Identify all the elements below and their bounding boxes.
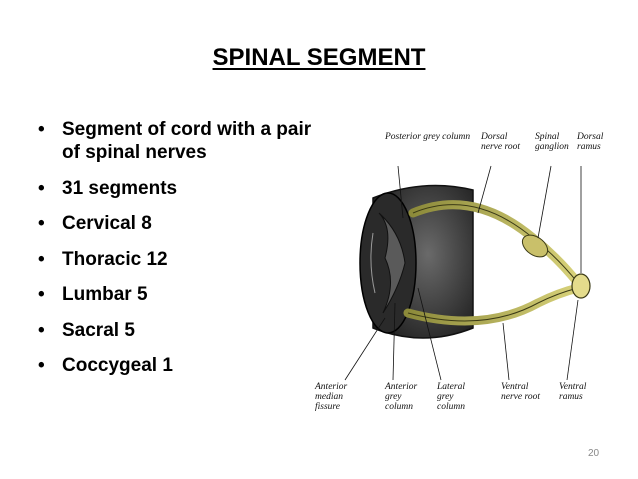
label-posterior-grey-column: Posterior grey column	[385, 132, 471, 142]
page-number: 20	[588, 448, 600, 459]
bullet-dot-icon: •	[38, 177, 45, 199]
bullet-list: •Segment of cord with a pair of spinal n…	[36, 118, 326, 390]
spinal-segment-figure: Posterior grey column Dorsal nerve root …	[313, 118, 613, 423]
label-spinal-ganglion: Spinal ganglion	[535, 132, 569, 152]
bullet-item: •31 segments	[38, 177, 178, 199]
grey-matter	[378, 212, 406, 314]
slide-title: SPINAL SEGMENT	[212, 44, 426, 71]
spinal-cord-illustration	[344, 165, 591, 381]
bullet-item: •Lumbar 5	[38, 284, 148, 305]
bullet-item: •Segment of cord with a pair of spinal n…	[38, 119, 312, 163]
ventral-root-outline	[407, 287, 579, 322]
dorsal-root-outline	[412, 204, 579, 284]
label-anterior-grey-column: Anterior grey column	[385, 382, 418, 412]
label-anterior-median-fissure: Anterior median fissure	[315, 382, 348, 412]
bullet-item: •Sacral 5	[38, 319, 135, 341]
label-dorsal-nerve-root: Dorsal nerve root	[481, 132, 520, 152]
bullet-dot-icon: •	[38, 284, 45, 305]
bullet-dot-icon: •	[38, 319, 45, 341]
bullet-dot-icon: •	[38, 248, 45, 270]
bullet-dot-icon: •	[38, 355, 45, 376]
spinal-ganglion	[521, 234, 549, 258]
leader-lines	[344, 165, 582, 381]
median-fissure	[370, 232, 376, 294]
bullet-item: •Cervical 8	[38, 213, 152, 234]
label-ventral-ramus: Ventral ramus	[559, 382, 587, 402]
label-ventral-nerve-root: Ventral nerve root	[501, 382, 540, 402]
spinal-nerve-end	[571, 273, 591, 299]
bullet-item: •Thoracic 12	[38, 248, 168, 270]
bullet-dot-icon: •	[38, 213, 45, 234]
label-lateral-grey-column: Lateral grey column	[437, 382, 465, 412]
bullet-dot-icon: •	[38, 119, 45, 140]
label-dorsal-ramus: Dorsal ramus	[577, 132, 604, 152]
bullet-item: •Coccygeal 1	[38, 355, 173, 376]
